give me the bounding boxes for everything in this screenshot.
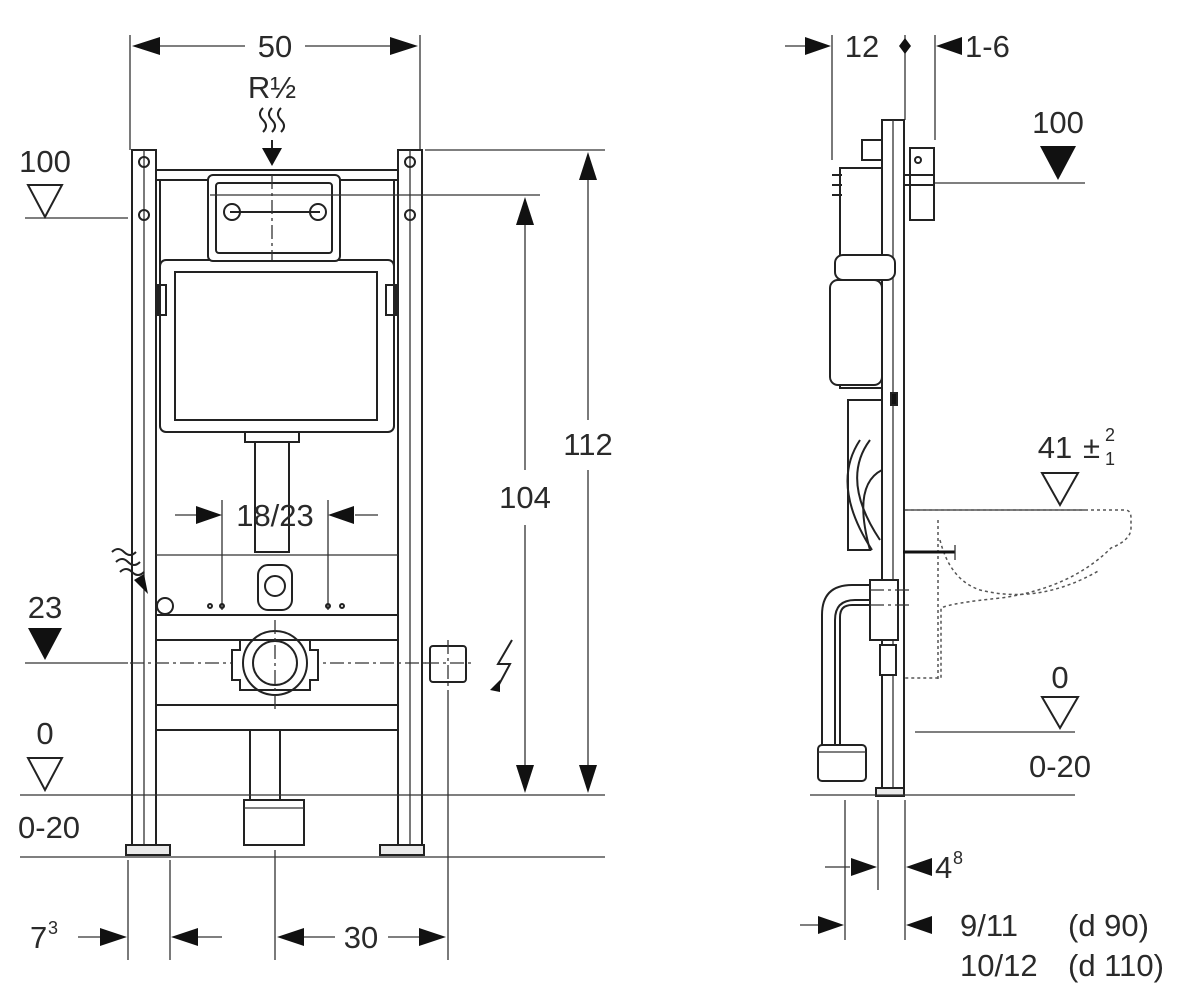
- dim-112: 112: [425, 149, 613, 793]
- level-23-label: 23: [28, 590, 62, 625]
- level-0-label: 0: [36, 716, 53, 751]
- dim-7-sup: 3: [48, 918, 58, 938]
- dim-18-23: 18/23: [175, 498, 378, 610]
- dim-18-23-label: 18/23: [236, 498, 314, 533]
- connection-label: R½: [248, 70, 296, 105]
- level-100-front: 100: [19, 144, 128, 220]
- level-41-label: 41: [1038, 430, 1072, 465]
- dim-width-50: 50: [129, 29, 421, 150]
- wc-bowl: [903, 509, 1132, 680]
- dim-4-sup: 8: [953, 848, 963, 868]
- cistern: [157, 174, 397, 553]
- side-cistern: [829, 167, 896, 551]
- dim-9-11-label: 9/11: [960, 908, 1018, 943]
- dim-1-6-label: 1-6: [965, 29, 1010, 64]
- d90-label: (d 90): [1068, 908, 1149, 943]
- dim-top-side: 12 1-6: [785, 29, 1010, 160]
- lightning-icon: [495, 639, 513, 691]
- level-41-pm: ±: [1083, 430, 1100, 465]
- water-wave-icon: [111, 548, 145, 576]
- dim-4-label: 4: [935, 850, 952, 885]
- dim-7-label: 7: [30, 920, 47, 955]
- level-41-sub: 1: [1105, 449, 1115, 469]
- waste-outlet: [231, 620, 319, 846]
- dim-112-label: 112: [563, 427, 612, 462]
- d110-label: (d 110): [1068, 948, 1164, 983]
- dim-10-12-label: 10/12: [960, 948, 1038, 983]
- level-100-side: 100: [915, 105, 1085, 184]
- dim-30-label: 30: [344, 920, 378, 955]
- dim-104: 104: [210, 194, 551, 793]
- level-41-sup: 2: [1105, 425, 1115, 445]
- side-view: 12 1-6 100: [785, 29, 1164, 983]
- dim-104-label: 104: [499, 480, 551, 515]
- front-view: 50 R½ 100: [18, 29, 613, 960]
- side-level-100-label: 100: [1032, 105, 1084, 140]
- side-waste-pipe: [817, 579, 910, 782]
- dim-bottom-side: 4 8 9/11 (d 90) 10/12 (d 110): [800, 800, 1164, 983]
- level-41-side: 41 ± 2 1: [905, 425, 1115, 511]
- side-floor-range-label: 0-20: [1029, 749, 1091, 784]
- flush-pipe: [257, 564, 293, 611]
- floor-range-label: 0-20: [18, 810, 80, 845]
- dim-bottom-front: 7 3 30: [30, 850, 446, 960]
- level-100-label: 100: [19, 144, 71, 179]
- level-0-side: 0 0-20: [810, 660, 1091, 796]
- water-wave-icon: [259, 107, 285, 133]
- side-level-0-label: 0: [1051, 660, 1068, 695]
- width-label: 50: [258, 29, 292, 64]
- dim-12-label: 12: [845, 29, 879, 64]
- water-connection: R½: [248, 70, 296, 166]
- electrical-socket: [425, 639, 513, 960]
- water-inlet: [111, 548, 174, 615]
- level-0-front: 0 0-20: [18, 716, 605, 858]
